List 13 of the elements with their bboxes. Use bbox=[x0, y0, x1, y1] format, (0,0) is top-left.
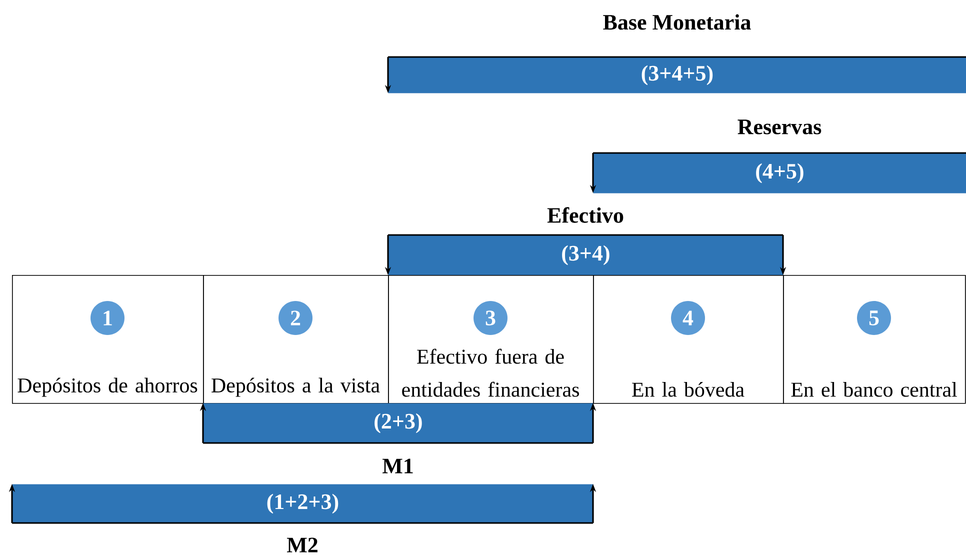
table-cell bbox=[593, 275, 784, 404]
cell-text: Depósitos a la vista bbox=[212, 378, 380, 397]
bar-title: M2 bbox=[287, 538, 318, 552]
bar-title: Efectivo bbox=[547, 207, 624, 223]
bar-title: Reservas bbox=[738, 120, 822, 134]
cell-text: En el banco central bbox=[791, 382, 957, 397]
cell-text: Depósitos de ahorros bbox=[18, 378, 198, 397]
cell-text: En la bóveda bbox=[632, 382, 744, 397]
cell-text: Efectivo fuera de entidades financieras bbox=[402, 348, 579, 397]
bar-title: M1 bbox=[382, 458, 413, 474]
bar-title: Base Monetaria bbox=[603, 14, 751, 30]
table-cell bbox=[783, 275, 966, 404]
table-cell bbox=[12, 275, 204, 404]
